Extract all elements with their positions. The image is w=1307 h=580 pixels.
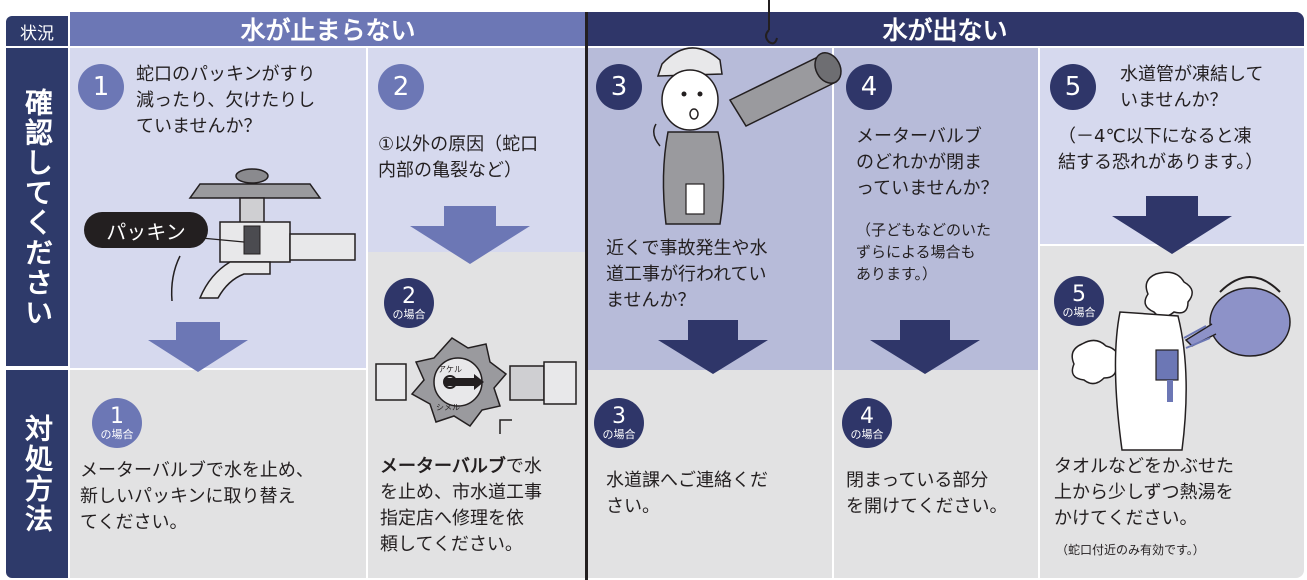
side-label-check: 確認してください (6, 48, 68, 366)
case4-number: 4 (846, 64, 892, 110)
section-divider (585, 12, 588, 580)
case4-badge-number: 4 (860, 404, 874, 429)
arrow-down-icon (410, 206, 530, 264)
case3-badge: 3 の場合 (594, 398, 644, 448)
case2-badge: 2 の場合 (384, 278, 434, 328)
case5-badge-number: 5 (1072, 282, 1086, 307)
case5-badge-label: の場合 (1062, 306, 1096, 319)
case4-badge-label: の場合 (850, 428, 884, 441)
case5-badge: 5 の場合 (1054, 276, 1104, 326)
case2-question: ①以外の原因（蛇口 内部の亀裂など） (378, 134, 539, 182)
arrow-down-icon (870, 320, 980, 374)
case2-action-rest: で水 を止め、市水道工事 指定店へ修理を依 頼してください。 (380, 456, 542, 556)
panel-case1-check (70, 48, 366, 368)
side-label-check-text: 確認してください (21, 88, 54, 328)
case3-badge-label: の場合 (602, 428, 636, 441)
case2-action: メーターバルブで水 を止め、市水道工事 指定店へ修理を依 頼してください。 (380, 454, 542, 558)
kettle-towel-icon (1071, 271, 1291, 451)
case4-note: （子どもなどのいた ずらによる場合も あります。） (856, 221, 992, 283)
case1-question: 蛇口のパッキンがすり 減ったり、欠けたりし ていませんか？ (136, 64, 316, 138)
case3-question: 近くで事故発生や水 道工事が行われてい ませんか？ (606, 238, 768, 312)
case2-badge-number: 2 (402, 284, 416, 309)
case3-action: 水道課へご連絡くだ さい。 (606, 470, 768, 518)
header-water-not-stopping: 水が止まらない (70, 12, 586, 46)
packing-label: パッキン (84, 212, 208, 248)
side-label-solution: 対処方法 (6, 370, 68, 578)
case2-number: 2 (378, 64, 424, 110)
case3-number: 3 (596, 64, 642, 110)
faucet-icon (170, 168, 356, 302)
arrow-down-icon (658, 320, 768, 374)
valve-close-label: シメル (436, 403, 460, 412)
case1-badge-label: の場合 (100, 428, 134, 441)
case4-question: メーターバルブ のどれかが閉ま っていませんか？ (856, 126, 999, 200)
case5-note: （－4℃以下になると凍 結する恐れがあります。） (1058, 126, 1264, 174)
meter-valve-icon (375, 337, 577, 434)
case2-badge-label: の場合 (392, 308, 426, 321)
crane-hook-icon (765, 0, 778, 45)
worker-with-pipe-icon (653, 47, 842, 225)
arrow-down-icon (1112, 196, 1232, 254)
situation-tag: 状況 (6, 16, 68, 46)
case1-action: メーターバルブで水を止め、 新しいパッキンに取り替え てください。 (80, 460, 314, 534)
case1-badge: 1 の場合 (92, 398, 142, 448)
valve-open-label: アケル (438, 365, 462, 374)
case5-question: 水道管が凍結して いませんか？ (1120, 64, 1264, 112)
header-no-water: 水が出ない (586, 12, 1304, 46)
case3-badge-number: 3 (612, 404, 626, 429)
case4-badge: 4 の場合 (842, 398, 892, 448)
case1-number: 1 (78, 64, 124, 110)
case2-action-bold: メーターバルブ (380, 456, 506, 477)
case5-action: タオルなどをかぶせた 上から少しずつ熱湯を かけてください。 (1054, 456, 1234, 530)
case5-number: 5 (1050, 64, 1096, 110)
side-label-solution-text: 対処方法 (21, 414, 54, 534)
case5-action-note: （蛇口付近のみ有効です。） (1056, 543, 1205, 557)
case1-badge-number: 1 (110, 404, 124, 429)
case4-action: 閉まっている部分 を開けてください。 (846, 470, 1008, 518)
arrow-down-icon (148, 322, 248, 372)
